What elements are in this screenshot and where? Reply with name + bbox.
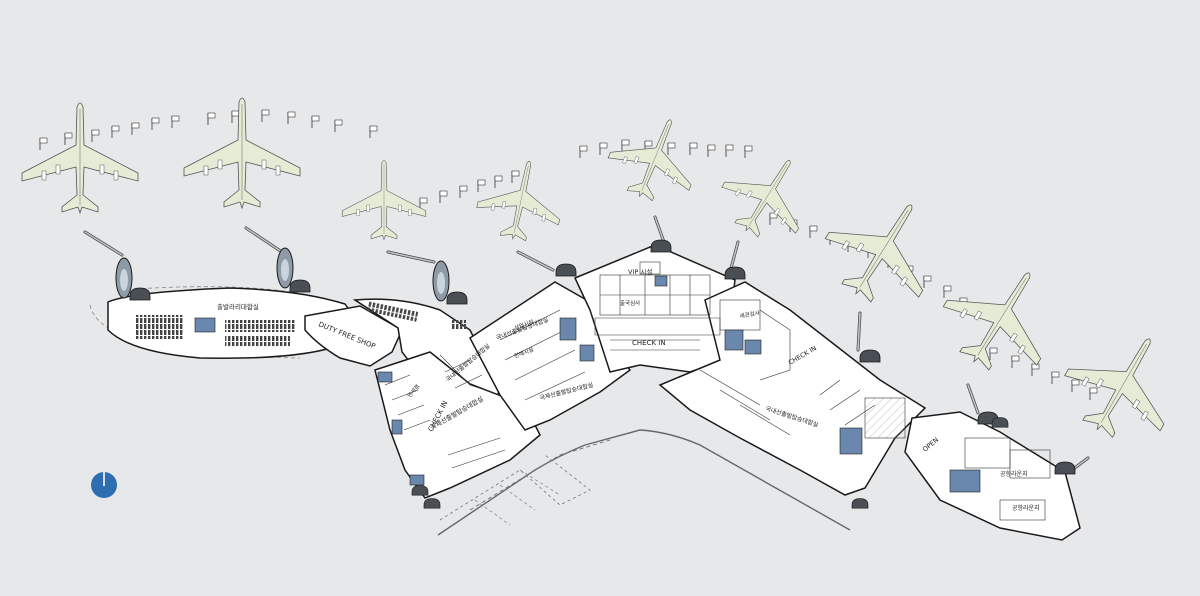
gate-flag-32	[809, 225, 818, 239]
label-small-c: 세관검사	[739, 309, 760, 320]
aircraft-8	[926, 243, 1077, 392]
gate-flag-27	[707, 144, 716, 158]
gate-flag-14	[369, 125, 378, 139]
gate-flag-9	[231, 110, 240, 124]
gate-flag-28	[725, 144, 734, 158]
aircraft-5	[598, 103, 712, 213]
aircraft-2	[183, 97, 301, 209]
gate-flag-1	[39, 137, 48, 151]
gate-flag-16	[439, 190, 448, 204]
gate-flag-6	[151, 117, 160, 131]
gate-flag-8	[207, 112, 216, 126]
gate-flag-3	[91, 129, 100, 143]
gate-flag-7	[171, 115, 180, 129]
pod-2	[276, 247, 294, 289]
gate-flag-44	[1051, 371, 1060, 385]
label-east-lower: 공항라운지	[1012, 504, 1040, 512]
aircraft-7	[808, 175, 959, 324]
gate-flag-45	[1071, 379, 1080, 393]
pod-6	[724, 266, 746, 280]
pod-3	[432, 260, 450, 302]
terminal-building	[107, 244, 1081, 541]
gate-flag-19	[494, 175, 503, 189]
service-cap-2	[423, 498, 441, 509]
gate-flag-23	[621, 139, 630, 153]
gate-flag-43	[1031, 363, 1040, 377]
gate-flag-41	[989, 347, 998, 361]
gate-flag-39	[943, 285, 952, 299]
label-check-in-center: CHECK IN	[632, 339, 666, 347]
gate-flag-13	[334, 119, 343, 133]
gate-flag-42	[1011, 355, 1020, 369]
aircraft-6	[708, 137, 827, 254]
gate-flag-12	[311, 115, 320, 129]
gate-flag-17	[459, 185, 468, 199]
pod-7	[859, 349, 881, 363]
service-cap-4	[991, 417, 1009, 428]
label-small-b: 출국심사	[620, 299, 640, 307]
label-west-lounge: 출발라리대합실	[217, 302, 259, 311]
gate-flag-18	[477, 179, 486, 193]
pod-5	[650, 239, 672, 253]
label-east-upper: 공항라운지	[1000, 470, 1028, 478]
aircraft-4	[471, 152, 571, 248]
gate-flag-2	[64, 132, 73, 146]
pod-1-cap	[129, 287, 151, 301]
interior-detail	[135, 261, 1051, 521]
gate-flag-20	[511, 170, 520, 184]
gate-flag-10	[261, 109, 270, 123]
pod-2-cap	[289, 279, 311, 293]
gate-flag-21	[579, 145, 588, 159]
label-vip: VIP 시설	[628, 268, 652, 276]
aircraft-3	[341, 160, 427, 240]
pod-9	[1054, 461, 1076, 475]
pod-3-cap	[446, 291, 468, 305]
service-cap-1	[411, 485, 429, 496]
gate-flag-26	[689, 142, 698, 156]
pod-4	[555, 263, 577, 277]
aircraft-1	[21, 102, 139, 214]
gate-flag-11	[287, 111, 296, 125]
gate-flag-22	[599, 142, 608, 156]
service-cap-3	[851, 498, 869, 509]
gate-flag-5	[131, 122, 140, 136]
gate-flag-4	[111, 125, 120, 139]
pod-1	[115, 257, 133, 299]
north-marker	[91, 472, 117, 498]
gate-flag-38	[923, 275, 932, 289]
gate-flag-25	[667, 142, 676, 156]
gate-flag-46	[1089, 387, 1098, 401]
gate-flag-29	[744, 145, 753, 159]
